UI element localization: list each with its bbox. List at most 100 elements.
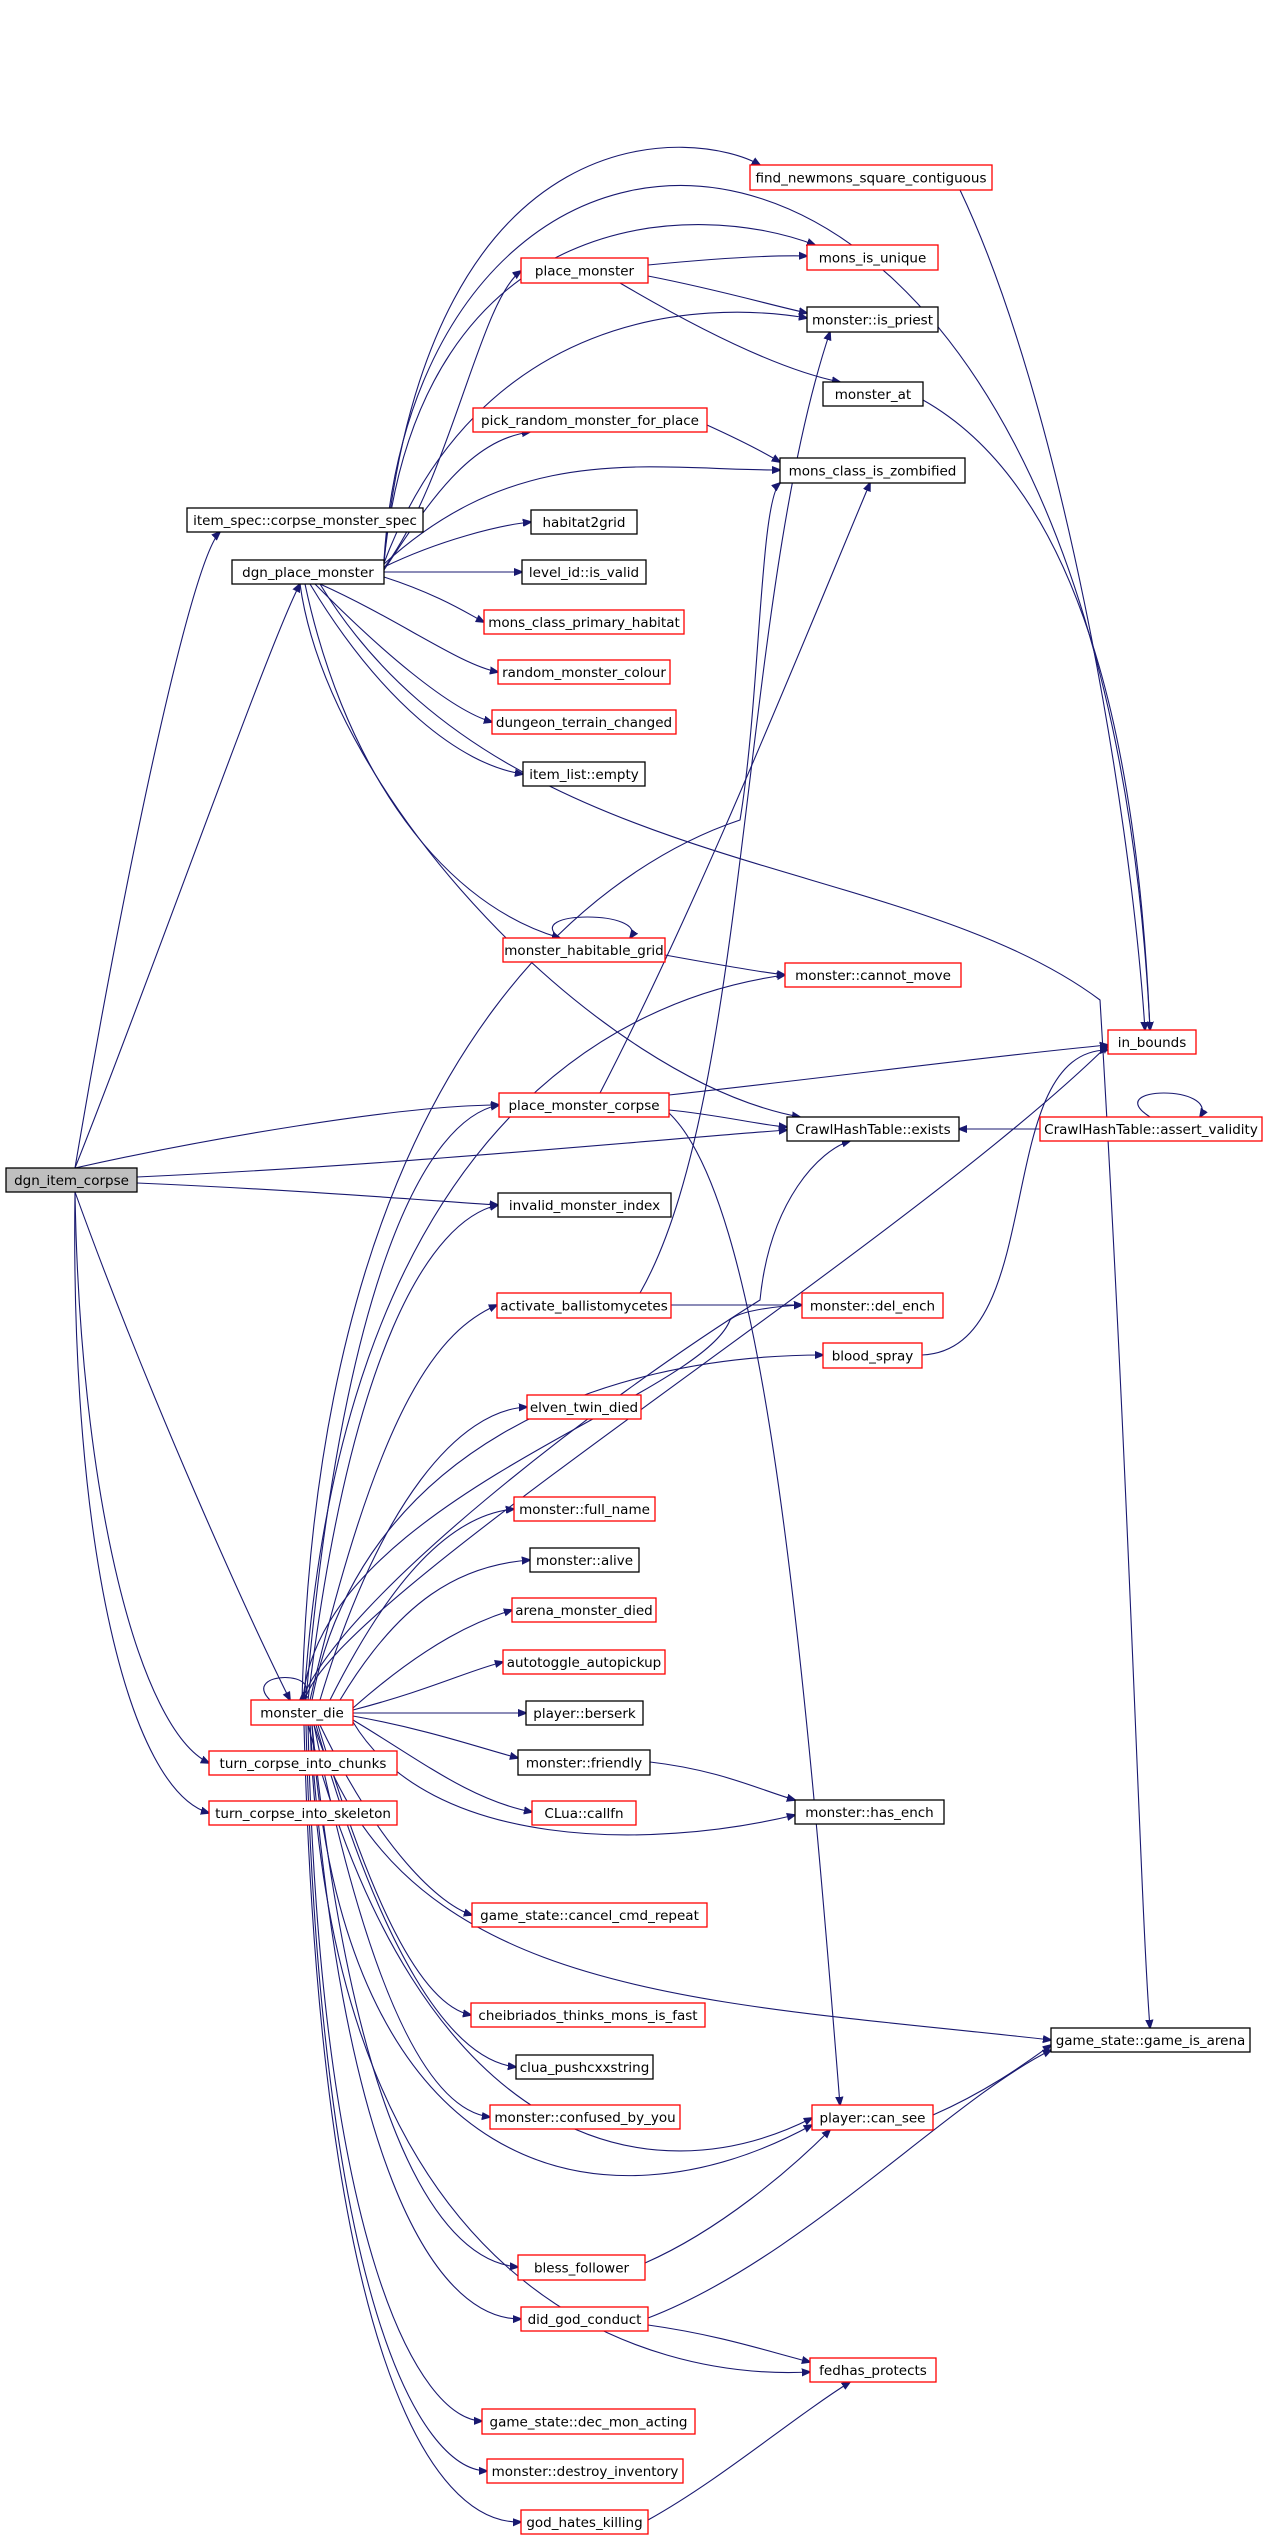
node-label: monster::full_name <box>519 1502 650 1518</box>
node-dungeon-terrain-changed[interactable]: dungeon_terrain_changed <box>491 709 677 735</box>
node-box <box>786 1116 960 1142</box>
node-label: random_monster_colour <box>502 665 666 681</box>
node-monster-die[interactable]: monster_die <box>250 1699 354 1726</box>
node-clua-callfn[interactable]: CLua::callfn <box>531 1800 637 1826</box>
node-monster-habitable-grid[interactable]: monster_habitable_grid <box>502 937 666 963</box>
node-level-id-is-valid[interactable]: level_id::is_valid <box>521 559 647 585</box>
node-label: dgn_item_corpse <box>14 1173 129 1189</box>
node-box <box>806 244 939 271</box>
node-label: pick_random_monster_for_place <box>481 413 699 429</box>
node-label: monster::friendly <box>526 1756 642 1772</box>
node-turn-corpse-into-chunks[interactable]: turn_corpse_into_chunks <box>208 1750 398 1776</box>
node-box <box>522 761 646 787</box>
node-monster-del-ench[interactable]: monster::del_ench <box>801 1292 944 1319</box>
call-edge <box>136 1130 787 1178</box>
node-invalid-monster-index[interactable]: invalid_monster_index <box>497 1192 672 1218</box>
node-bless-follower[interactable]: bless_follower <box>517 2254 646 2281</box>
node-monster-alive[interactable]: monster::alive <box>529 1547 640 1573</box>
node-mons-is-unique[interactable]: mons_is_unique <box>806 244 939 271</box>
call-edge <box>319 1407 527 1701</box>
node-monster-confused-by-you[interactable]: monster::confused_by_you <box>489 2104 681 2130</box>
call-edge <box>932 2045 1051 2116</box>
node-player-berserk[interactable]: player::berserk <box>525 1700 644 1726</box>
node-box <box>186 507 424 533</box>
node-monster-cannot-move[interactable]: monster::cannot_move <box>784 962 962 988</box>
node-turn-corpse-into-skeleton[interactable]: turn_corpse_into_skeleton <box>208 1800 398 1826</box>
node-label: monster_habitable_grid <box>504 943 663 959</box>
node-mons-class-is-zombified[interactable]: mons_class_is_zombified <box>779 457 966 484</box>
node-monster-destroy-inventory[interactable]: monster::destroy_inventory <box>486 2458 684 2484</box>
call-edge <box>647 2324 810 2362</box>
node-game-state-dec-mon-acting[interactable]: game_state::dec_mon_acting <box>481 2408 696 2435</box>
call-edge <box>668 1112 840 2105</box>
node-player-can-see[interactable]: player::can_see <box>811 2104 934 2131</box>
call-edge <box>304 1045 1108 1701</box>
function-nodes: dgn_item_corpse item_spec::corpse_monster… <box>5 164 1263 2535</box>
node-place-monster[interactable]: place_monster <box>520 257 649 284</box>
node-label: mons_class_is_zombified <box>789 464 957 480</box>
node-box <box>489 2104 681 2130</box>
call-edge <box>1137 1092 1203 1117</box>
node-monster-full-name[interactable]: monster::full_name <box>513 1496 656 1522</box>
node-elven-twin-died[interactable]: elven_twin_died <box>526 1394 642 1420</box>
node-box <box>531 1800 637 1826</box>
node-place-monster-corpse[interactable]: place_monster_corpse <box>498 1092 670 1118</box>
node-label: bless_follower <box>534 2261 630 2277</box>
node-label: activate_ballistomycetes <box>500 1299 668 1315</box>
node-autotoggle-autopickup[interactable]: autotoggle_autopickup <box>502 1649 666 1675</box>
node-box <box>822 381 924 407</box>
call-edge <box>309 1724 810 2373</box>
node-activate-ballistomycetes[interactable]: activate_ballistomycetes <box>496 1292 672 1319</box>
node-label: game_state::dec_mon_acting <box>490 2415 688 2431</box>
node-god-hates-killing[interactable]: god_hates_killing <box>520 2509 649 2535</box>
node-crawlhashtable-exists[interactable]: CrawlHashTable::exists <box>786 1116 960 1142</box>
node-label: monster::confused_by_you <box>494 2110 675 2126</box>
node-habitat2grid[interactable]: habitat2grid <box>530 509 638 535</box>
node-arena-monster-died[interactable]: arena_monster_died <box>511 1597 657 1623</box>
call-edge <box>647 2382 850 2521</box>
call-edge <box>319 583 498 672</box>
node-fedhas-protects[interactable]: fedhas_protects <box>809 2357 937 2383</box>
call-edge <box>706 424 780 462</box>
node-label: in_bounds <box>1118 1035 1187 1051</box>
node-label: monster::destroy_inventory <box>492 2464 679 2480</box>
node-in-bounds[interactable]: in_bounds <box>1107 1029 1197 1055</box>
node-mons-class-primary-habitat[interactable]: mons_class_primary_habitat <box>483 609 685 635</box>
node-item-spec-corpse-monster-spec[interactable]: item_spec::corpse_monster_spec <box>186 507 424 533</box>
node-label: place_monster <box>535 264 635 280</box>
node-dgn-place-monster[interactable]: dgn_place_monster <box>231 559 385 585</box>
node-box <box>530 509 638 535</box>
node-cheibriados-thinks-mons-is-fast[interactable]: cheibriados_thinks_mons_is_fast <box>470 2002 706 2028</box>
call-edge <box>314 583 492 722</box>
node-label: level_id::is_valid <box>529 565 639 581</box>
call-edge <box>313 1724 490 2117</box>
node-label: player::berserk <box>533 1706 636 1722</box>
node-monster-at[interactable]: monster_at <box>822 381 924 407</box>
node-game-state-game-is-arena[interactable]: game_state::game_is_arena <box>1050 2027 1251 2053</box>
node-item-list-empty[interactable]: item_list::empty <box>522 761 646 787</box>
node-pick-random-monster-for-place[interactable]: pick_random_monster_for_place <box>472 407 708 433</box>
call-edge <box>309 583 523 774</box>
node-did-god-conduct[interactable]: did_god_conduct <box>520 2306 649 2332</box>
node-label: cheibriados_thinks_mons_is_fast <box>478 2008 697 2024</box>
node-blood-spray[interactable]: blood_spray <box>822 1342 923 1369</box>
node-box <box>471 1902 708 1928</box>
node-crawlhashtable-assert-validity[interactable]: CrawlHashTable::assert_validity <box>1039 1116 1263 1142</box>
node-monster-is-priest[interactable]: monster::is_priest <box>806 306 939 333</box>
node-dgn-item-corpse: dgn_item_corpse <box>5 1167 138 1193</box>
node-label: dgn_place_monster <box>242 565 374 581</box>
node-monster-has-ench[interactable]: monster::has_ench <box>794 1799 945 1825</box>
call-edge <box>311 1355 823 1701</box>
call-edge <box>303 1724 521 2522</box>
node-random-monster-colour[interactable]: random_monster_colour <box>497 659 671 685</box>
node-find-newmons-square-contiguous[interactable]: find_newmons_square_contiguous <box>749 164 993 191</box>
node-label: CLua::callfn <box>544 1806 623 1822</box>
node-monster-friendly[interactable]: monster::friendly <box>517 1749 651 1776</box>
call-edge <box>551 916 632 938</box>
node-box <box>806 306 939 333</box>
node-box <box>1039 1116 1263 1142</box>
node-clua-pushcxxstring[interactable]: clua_pushcxxstring <box>515 2054 654 2080</box>
node-game-state-cancel-cmd-repeat[interactable]: game_state::cancel_cmd_repeat <box>471 1902 708 1928</box>
node-label: game_state::cancel_cmd_repeat <box>480 1908 699 1924</box>
call-edge <box>304 583 560 938</box>
